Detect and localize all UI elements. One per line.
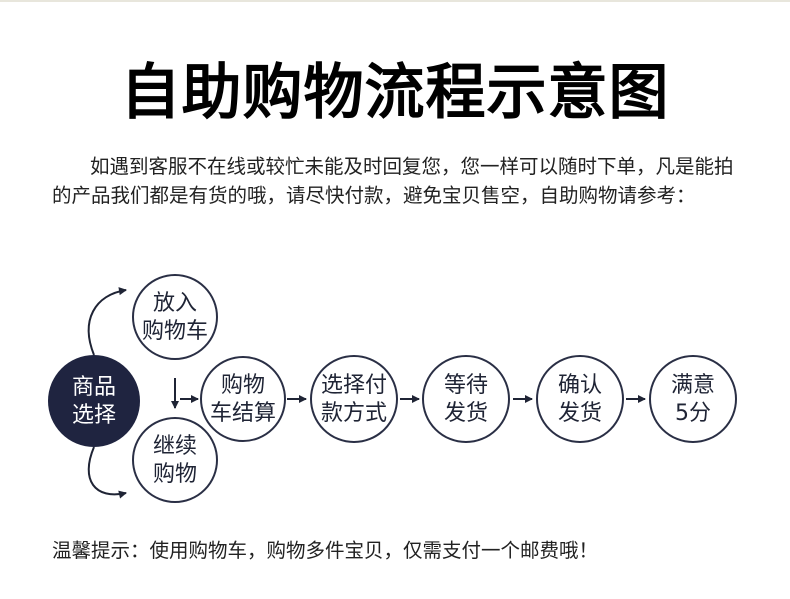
- arrow-select-to-continue: [87, 446, 127, 499]
- node-rating-line2: 5分: [675, 401, 711, 426]
- node-rating-line1: 满意: [671, 373, 715, 398]
- node-confirm-shipping-line1: 确认: [558, 373, 602, 398]
- node-add-to-cart-line2: 购物车: [142, 319, 208, 344]
- node-rating: 满意 5分: [649, 355, 737, 443]
- node-cart-checkout-line2: 车结算: [210, 401, 276, 426]
- top-divider: [0, 0, 790, 2]
- node-product-select-line1: 商品: [72, 375, 116, 400]
- node-payment-method-line1: 选择付: [321, 373, 387, 398]
- node-confirm-shipping: 确认 发货: [536, 355, 624, 443]
- node-wait-shipping-line1: 等待: [444, 373, 488, 398]
- node-continue-shopping-line1: 继续: [153, 434, 197, 459]
- page-title: 自助购物流程示意图: [120, 58, 670, 128]
- node-payment-method-line2: 款方式: [321, 401, 387, 426]
- arrow-select-to-cart: [87, 287, 127, 356]
- node-cart-checkout: 购物 车结算: [200, 356, 286, 442]
- node-continue-shopping: 继续 购物: [132, 417, 218, 503]
- node-payment-method: 选择付 款方式: [310, 355, 398, 443]
- tip-text: 温馨提示：使用购物车，购物多件宝贝，仅需支付一个邮费哦！: [52, 539, 599, 562]
- node-cart-checkout-line1: 购物: [221, 373, 265, 398]
- node-wait-shipping-line2: 发货: [444, 401, 488, 426]
- intro-paragraph: 如遇到客服不在线或较忙未能及时回复您，您一样可以随时下单，凡是能拍的产品我们都是…: [52, 155, 734, 207]
- node-confirm-shipping-line2: 发货: [558, 401, 602, 426]
- node-add-to-cart: 放入 购物车: [132, 274, 218, 360]
- node-wait-shipping: 等待 发货: [422, 355, 510, 443]
- node-product-select: 商品 选择: [48, 355, 140, 447]
- node-continue-shopping-line2: 购物: [153, 462, 197, 487]
- node-product-select-line2: 选择: [72, 403, 116, 428]
- node-add-to-cart-line1: 放入: [153, 291, 197, 316]
